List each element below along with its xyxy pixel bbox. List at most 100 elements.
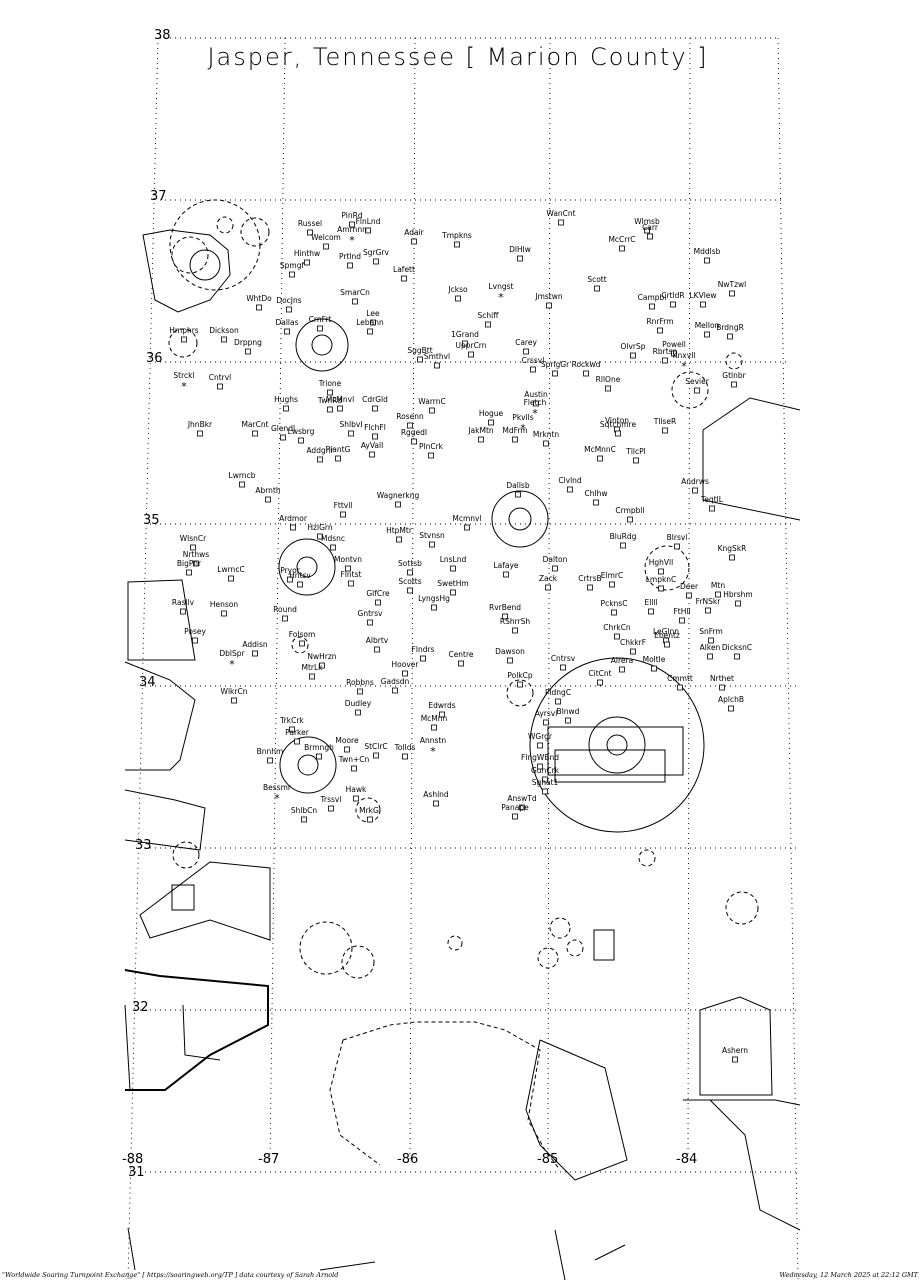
turnpoint-label: Dickson (209, 326, 239, 335)
turnpoint-label: TrkCrk (279, 716, 304, 725)
turnpoint-square-icon (597, 455, 603, 462)
turnpoint-square-icon (537, 742, 543, 749)
turnpoint-label: Hogue (479, 409, 504, 418)
turnpoint-asterisk-icon: * (681, 360, 687, 373)
graticule (127, 37, 800, 1280)
turnpoint-label: McMnnC (584, 445, 616, 454)
turnpoint-label: FtHll (673, 607, 690, 616)
turnpoint-label: CrnFrt (309, 315, 332, 324)
turnpoint: Blrsvl (667, 533, 687, 550)
turnpoint-label: ShlbCn (291, 806, 318, 815)
turnpoint-square-icon (197, 430, 203, 437)
turnpoint: Flndrs (412, 645, 435, 662)
turnpoint-label: DocJns (276, 296, 301, 305)
turnpoint: TeqtlL (700, 495, 724, 512)
turnpoint-label: CrtldR (661, 291, 684, 300)
turnpoint-label: NwTzwl (718, 280, 746, 289)
turnpoint: MtrLk (301, 663, 323, 680)
turnpoint-label: Ebentz (654, 631, 680, 640)
turnpoint-label: Flndrs (412, 645, 435, 654)
turnpoint-label: Russel (298, 219, 322, 228)
turnpoint-label: Fttvll (334, 501, 353, 510)
turnpoint-label: Lvngst (489, 282, 514, 291)
turnpoint-asterisk-icon: * (349, 234, 355, 247)
turnpoint: Rbrtsn (653, 347, 678, 364)
turnpoint-square-icon (709, 505, 715, 512)
turnpoint-label: Ashern (722, 1046, 748, 1055)
turnpoint: Trione (318, 379, 342, 396)
turnpoint-square-icon (620, 542, 626, 549)
turnpoint: Lwsbrg (288, 427, 315, 444)
turnpoint-label: Sgnat1 (532, 778, 559, 787)
turnpoint-label: Lee (366, 309, 380, 318)
turnpoint: *Fletch (524, 398, 547, 420)
turnpoint-label: Trssvl (320, 795, 342, 804)
turnpoint-label: Sottsb (398, 559, 422, 568)
turnpoint: Jckso (447, 285, 468, 302)
turnpoint: Ebentz (654, 631, 680, 648)
turnpoint: Fttvll (334, 501, 353, 518)
turnpoint-label: SwetHm (437, 579, 468, 588)
turnpoint: Twn+Cn (338, 755, 369, 772)
footer-credit: "Worldwide Soaring Turnpoint Exchange" [… (2, 1271, 338, 1279)
turnpoint-square-icon (294, 738, 300, 745)
turnpoint-square-icon (458, 660, 464, 667)
turnpoint-square-icon (644, 227, 650, 234)
turnpoint-label: LnsLnd (440, 555, 467, 564)
turnpoint-square-icon (347, 262, 353, 269)
turnpoint: *Annstn (420, 736, 446, 758)
turnpoint: Flntst (341, 570, 362, 587)
turnpoint-square-icon (357, 688, 363, 695)
turnpoint-square-icon (353, 795, 359, 802)
turnpoint-square-icon (417, 356, 423, 363)
turnpoint: SgrGrv (363, 248, 390, 265)
turnpoint-square-icon (289, 726, 295, 733)
turnpoint: StClrC (364, 742, 388, 759)
turnpoint-label: RllOne (596, 375, 621, 384)
turnpoint-square-icon (658, 585, 664, 592)
turnpoint-label: Gtlnbr (722, 371, 746, 380)
turnpoint: Montvn (334, 555, 362, 572)
turnpoint: SggBtt (407, 346, 433, 363)
turnpoint-square-icon (316, 753, 322, 760)
turnpoint-label: Rbrtsn (653, 347, 678, 356)
turnpoint-square-icon (657, 327, 663, 334)
turnpoint-square-icon (478, 436, 484, 443)
turnpoint-square-icon (651, 665, 657, 672)
turnpoint-square-icon (537, 763, 543, 770)
turnpoint-label: RShrrSh (500, 617, 531, 626)
turnpoint: Hntsv (289, 571, 311, 588)
turnpoint-square-icon (552, 370, 558, 377)
turnpoint: Centre (448, 650, 474, 667)
turnpoint-square-icon (297, 581, 303, 588)
turnpoint-label: Gntrsv (358, 609, 383, 618)
turnpoint-square-icon (662, 357, 668, 364)
turnpoint-square-icon (373, 752, 379, 759)
turnpoint-label: Prtlnd (339, 252, 361, 261)
turnpoint-label: Rasllv (172, 598, 195, 607)
turnpoint: LnsLnd (440, 555, 467, 572)
turnpoint: Bnnhm (257, 747, 283, 764)
turnpoint: Powell (662, 340, 686, 357)
turnpoint: OlvrSp (620, 342, 646, 359)
lon-label: -88 (122, 1152, 143, 1167)
turnpoint-square-icon (401, 275, 407, 282)
turnpoint-label: Lwsbrg (288, 427, 315, 436)
turnpoint-square-icon (692, 487, 698, 494)
turnpoint: ShlbvI (339, 420, 363, 437)
turnpoint: PldngC (545, 688, 571, 705)
turnpoint-label: Smthvl (424, 352, 450, 361)
turnpoint-label: Crmpbll (615, 506, 644, 515)
turnpoint: Andrws (681, 477, 709, 494)
turnpoint: ChkkrF (620, 638, 646, 655)
turnpoint-square-icon (512, 813, 518, 820)
turnpoint-label: Spmgf (280, 261, 305, 270)
turnpoint-square-icon (530, 366, 536, 373)
turnpoint: Russel (298, 219, 322, 236)
turnpoint: JakMtn (467, 426, 494, 443)
turnpoint-label: Jmstwn (534, 292, 563, 301)
turnpoint: PolkCp (507, 671, 533, 688)
turnpoint-label: PinRd (341, 211, 362, 220)
turnpoint-label: FlchFl (364, 423, 386, 432)
turnpoint: FtHll (673, 607, 691, 624)
